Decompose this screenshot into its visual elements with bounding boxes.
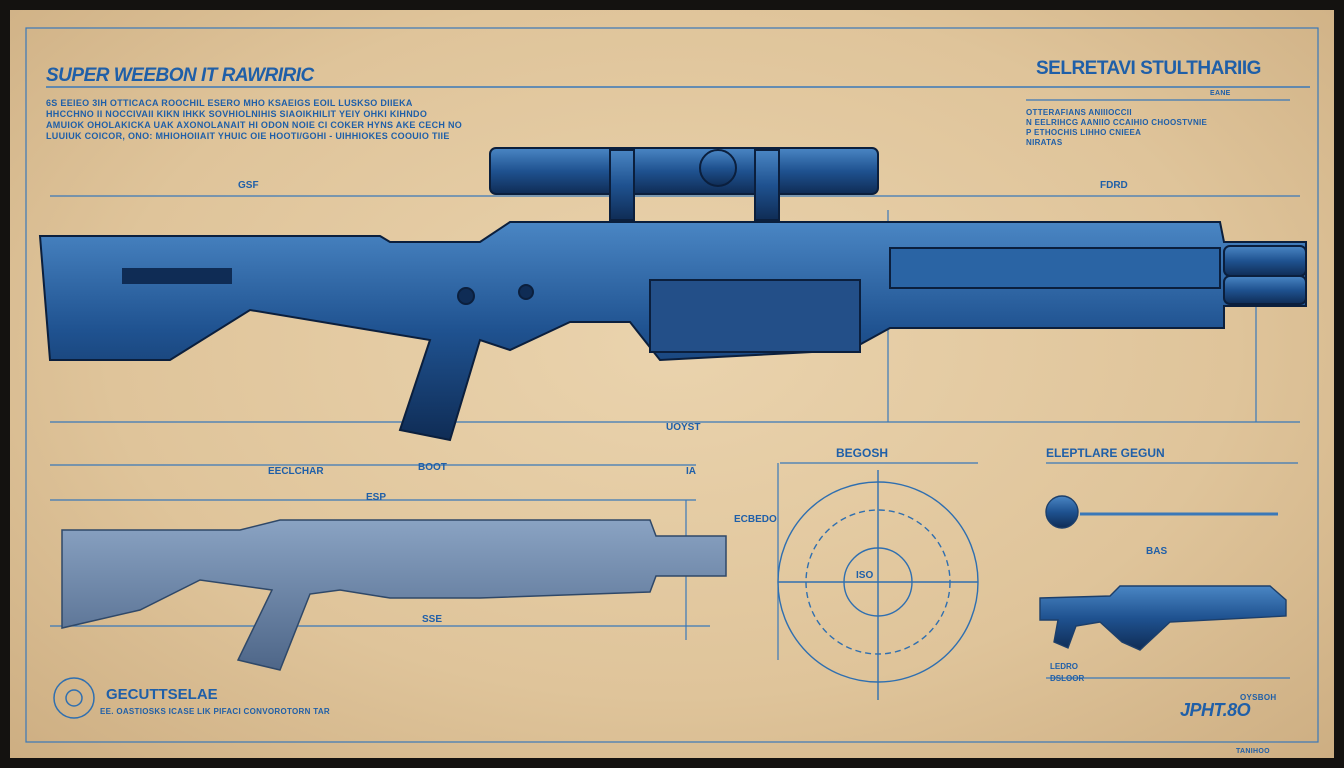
desc-line: LUUIUK COICOR, ONO: MHIOHOIIAIT YHUIC OI… bbox=[46, 131, 450, 141]
desc-line: HHCCHNO II NOCCIVAII KIKN IHKK SOVHIOLNI… bbox=[46, 109, 428, 119]
stamp-title: GECUTTSELAE bbox=[106, 686, 218, 703]
dim-label: DSLOOR bbox=[1050, 674, 1085, 683]
dim-label: UOYST bbox=[666, 422, 701, 433]
description-block: 6S EEIEO 3IH OTTICACA ROOCHIL ESERO MHO … bbox=[46, 98, 462, 142]
desc-line: 6S EEIEO 3IH OTTICACA ROOCHIL ESERO MHO … bbox=[46, 98, 413, 108]
spec-line: OTTERAFIANS ANIIIOCCII bbox=[1026, 108, 1132, 117]
blueprint-sheet: SUPER WEEBON IT RAWRIRIC 6S EEIEO 3IH OT… bbox=[10, 10, 1334, 758]
spec-line: N EELRIHCG AANIIO CCAIHIO CHOOSTVNIE bbox=[1026, 118, 1208, 127]
spec-block: OTTERAFIANS ANIIIOCCII N EELRIHCG AANIIO… bbox=[1026, 108, 1207, 148]
dim-label: ECBEDO bbox=[734, 514, 777, 525]
seal-stamp bbox=[53, 677, 95, 719]
desc-line: AMUIOK OHOLAKICKA UAK AXONOLANAIT HI ODO… bbox=[46, 120, 463, 130]
dim-label: GSF bbox=[238, 180, 259, 191]
corner-mark: TANIHOO bbox=[1236, 748, 1270, 755]
drawing-code: JPHT.8O bbox=[1180, 700, 1251, 720]
spec-line: P ETHOCHIS LIHHO CNIEEA bbox=[1026, 128, 1142, 137]
side-view-weapon bbox=[61, 519, 727, 671]
dim-label: ISO bbox=[856, 570, 874, 581]
title-right: SELRETAVI STULTHARIIG bbox=[1036, 58, 1261, 79]
main-weapon-illustration bbox=[38, 147, 1307, 442]
section-title: EECLCHAR bbox=[268, 466, 324, 477]
detail-views bbox=[1039, 495, 1287, 651]
circle-title: BEGOSH bbox=[836, 446, 889, 460]
stamp-subtitle: EE. OASTIOSKS ICASE LIK PIFACI CONVOROTO… bbox=[100, 707, 330, 716]
dim-label: BAS bbox=[1146, 546, 1168, 557]
dim-label: LEDRO bbox=[1050, 662, 1078, 671]
detail-title: ELEPTLARE GEGUN bbox=[1046, 446, 1165, 460]
cross-section-circle bbox=[777, 470, 979, 700]
dim-label: ESP bbox=[366, 492, 387, 503]
title-left: SUPER WEEBON IT RAWRIRIC bbox=[46, 65, 314, 86]
scope bbox=[489, 147, 879, 195]
dim-label: FDRD bbox=[1100, 180, 1128, 191]
right-sub: EANE bbox=[1210, 90, 1231, 97]
dim-label: BOOT bbox=[418, 462, 447, 473]
code-label: OYSBOH bbox=[1240, 693, 1277, 702]
dim-label: IA bbox=[686, 466, 696, 477]
spec-line: NIRATAS bbox=[1026, 138, 1063, 147]
dim-label: SSE bbox=[422, 614, 443, 625]
blueprint-drawing bbox=[25, 27, 1319, 743]
